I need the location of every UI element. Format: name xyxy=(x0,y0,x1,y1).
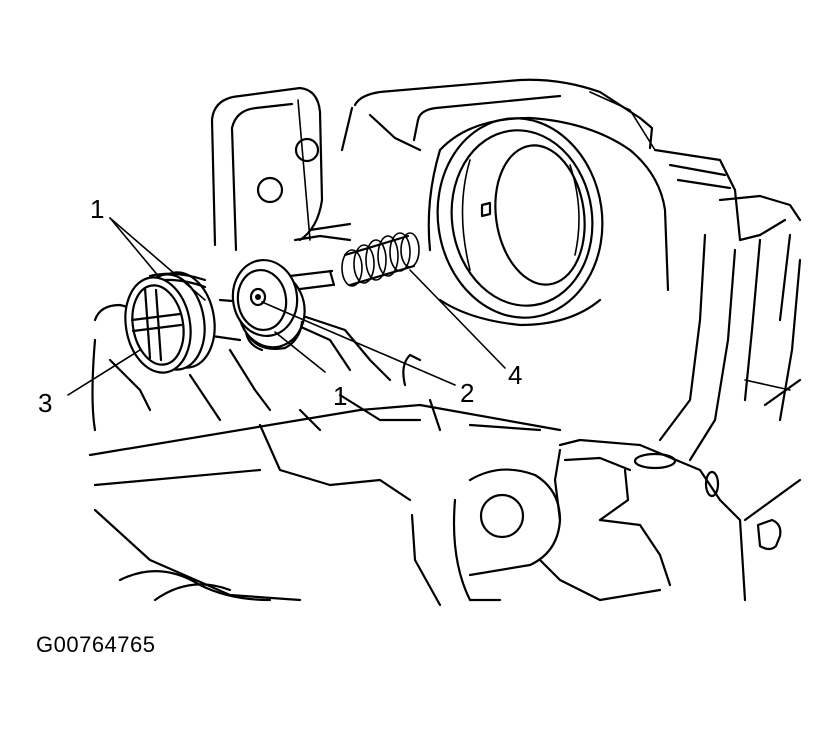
callout-labels: 1 1 2 3 4 xyxy=(38,194,522,418)
spring xyxy=(341,232,420,287)
valve xyxy=(231,259,336,352)
callout-1-upper: 1 xyxy=(90,194,104,224)
leader-lines xyxy=(67,217,506,396)
plug-cap xyxy=(124,271,216,374)
callout-2: 2 xyxy=(460,378,474,408)
callout-3: 3 xyxy=(38,388,52,418)
housing-casting xyxy=(88,78,802,607)
figure-id: G00764765 xyxy=(36,632,156,657)
housing-bore xyxy=(427,116,670,327)
callout-1-lower: 1 xyxy=(333,381,347,411)
callout-4: 4 xyxy=(508,360,522,390)
